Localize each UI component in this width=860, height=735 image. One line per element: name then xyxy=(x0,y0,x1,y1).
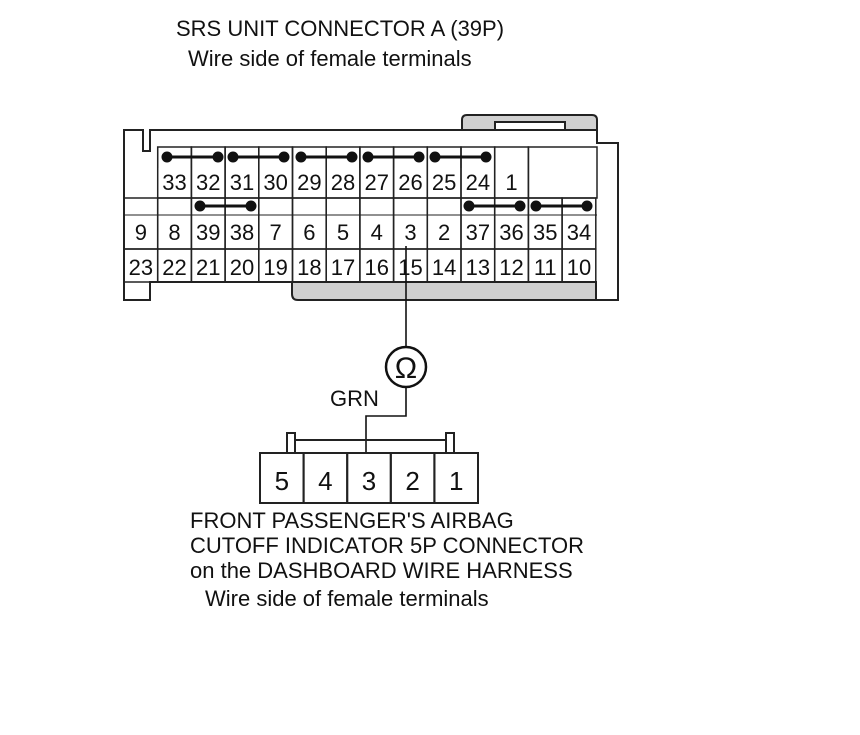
wire-color-label: GRN xyxy=(330,386,379,411)
srs-pin-number: 6 xyxy=(303,220,315,245)
srs-pin-number: 39 xyxy=(196,220,220,245)
srs-pin-number: 35 xyxy=(533,220,557,245)
srs-connector-subtitle: Wire side of female terminals xyxy=(188,46,472,71)
srs-pin-number: 22 xyxy=(162,255,186,280)
shorting-bar-25-24 xyxy=(429,151,492,163)
srs-pin-number: 28 xyxy=(331,170,355,195)
shorting-bar-35-34 xyxy=(530,200,593,212)
srs-pin-number: 4 xyxy=(371,220,383,245)
srs-pin-number: 37 xyxy=(466,220,490,245)
srs-empty-cell xyxy=(527,146,598,199)
srs-pin-number: 8 xyxy=(168,220,180,245)
srs-connector-housing xyxy=(123,114,619,301)
srs-pin-number: 30 xyxy=(263,170,287,195)
indicator-pin-number: 1 xyxy=(449,466,463,496)
srs-pin-number: 13 xyxy=(466,255,490,280)
shorting-bar-37-36 xyxy=(463,200,526,212)
shorting-bar-31-30 xyxy=(227,151,290,163)
srs-pin-number: 23 xyxy=(129,255,153,280)
srs-pin-number: 3 xyxy=(404,220,416,245)
srs-pin-number: 10 xyxy=(567,255,591,280)
srs-pin-number: 15 xyxy=(398,255,422,280)
srs-pin-number: 25 xyxy=(432,170,456,195)
indicator-connector-title-line: FRONT PASSENGER'S AIRBAG xyxy=(190,508,514,533)
srs-pin-number: 21 xyxy=(196,255,220,280)
indicator-pin-number: 2 xyxy=(405,466,419,496)
shorting-bar-33-32 xyxy=(161,151,224,163)
srs-pin-number: 29 xyxy=(297,170,321,195)
indicator-pin-cell xyxy=(433,452,479,504)
srs-pin-number: 32 xyxy=(196,170,220,195)
shorting-bars xyxy=(161,151,593,212)
srs-pin-number: 5 xyxy=(337,220,349,245)
indicator-connector-title-line: on the DASHBOARD WIRE HARNESS xyxy=(190,558,573,583)
srs-pin-number: 9 xyxy=(135,220,147,245)
srs-pin-number: 19 xyxy=(263,255,287,280)
srs-pin-number: 12 xyxy=(499,255,523,280)
indicator-connector-title-line: CUTOFF INDICATOR 5P CONNECTOR xyxy=(190,533,584,558)
srs-connector-title: SRS UNIT CONNECTOR A (39P) xyxy=(176,16,504,41)
srs-pin-number: 14 xyxy=(432,255,456,280)
srs-pin-number: 2 xyxy=(438,220,450,245)
srs-pin-number: 1 xyxy=(505,170,517,195)
indicator-pin-number: 4 xyxy=(318,466,332,496)
srs-pin-number: 33 xyxy=(162,170,186,195)
srs-pin-number: 34 xyxy=(567,220,591,245)
srs-pin-cell xyxy=(561,248,597,283)
srs-pin-number: 16 xyxy=(365,255,389,280)
shorting-bar-27-26 xyxy=(362,151,425,163)
indicator-connector-subtitle: Wire side of female terminals xyxy=(205,586,489,611)
srs-pin-number: 36 xyxy=(499,220,523,245)
srs-pin-number: 31 xyxy=(230,170,254,195)
srs-pin-number: 7 xyxy=(270,220,282,245)
srs-pin-number: 24 xyxy=(466,170,490,195)
srs-pin-number: 20 xyxy=(230,255,254,280)
srs-pin-number: 11 xyxy=(534,255,557,280)
srs-pin-number: 26 xyxy=(398,170,422,195)
shorting-bar-39-38 xyxy=(194,200,257,212)
ohmmeter: Ω xyxy=(384,345,428,389)
indicator-pin-number: 5 xyxy=(275,466,289,496)
indicator-pin-number: 3 xyxy=(362,466,376,496)
srs-pin-number: 27 xyxy=(365,170,389,195)
ohm-symbol: Ω xyxy=(395,352,417,385)
srs-pin-number: 38 xyxy=(230,220,254,245)
shorting-bar-29-28 xyxy=(295,151,358,163)
srs-pin-number: 17 xyxy=(331,255,355,280)
srs-pin-number: 18 xyxy=(297,255,321,280)
